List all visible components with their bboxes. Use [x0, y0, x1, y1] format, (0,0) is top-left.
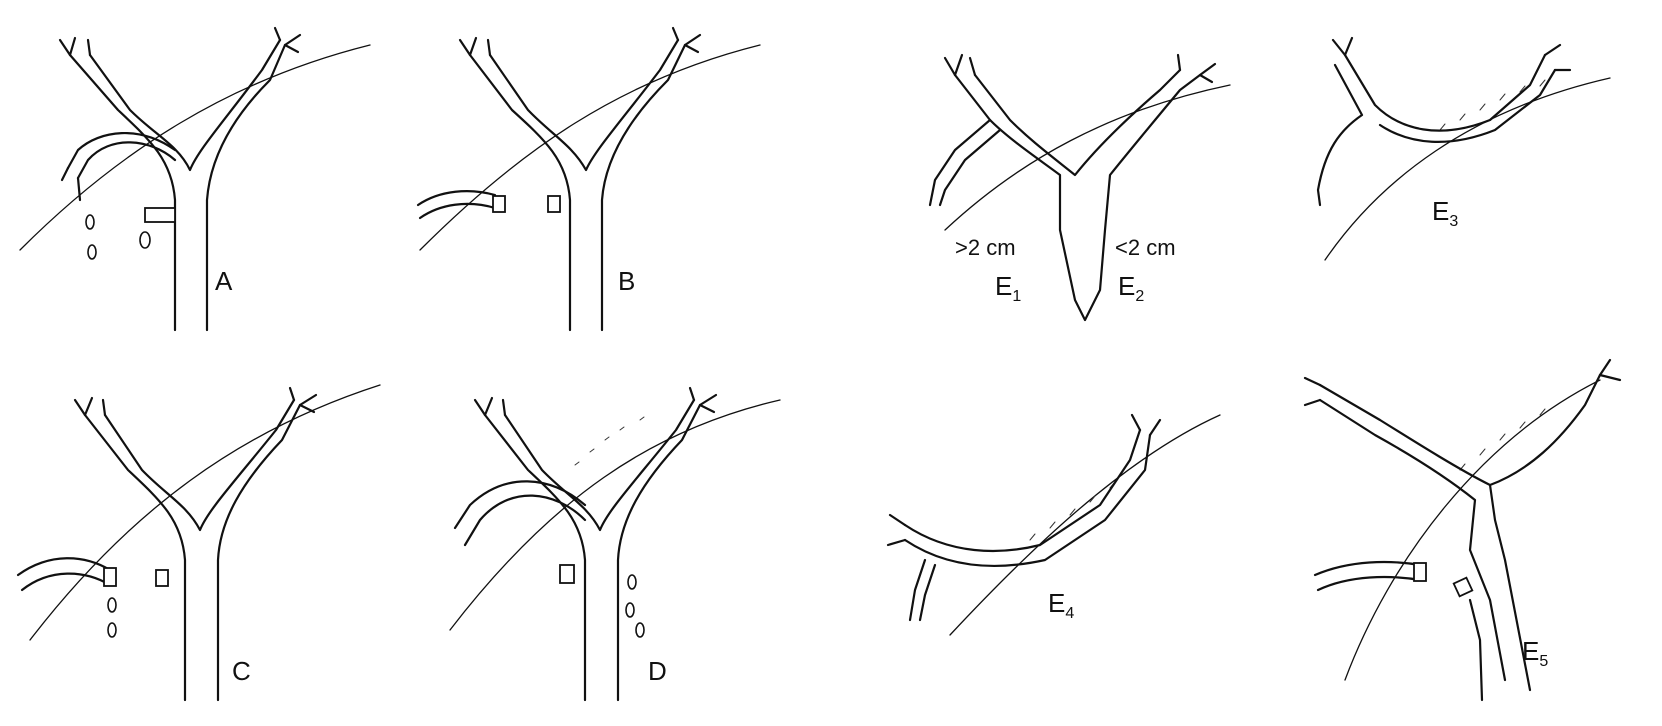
- hatching-d: [574, 416, 645, 466]
- common-duct-c: [83, 403, 302, 702]
- stump-a: [144, 207, 176, 223]
- hatching-e3: [1439, 79, 1546, 131]
- fork-left-b: [458, 36, 492, 57]
- fork-left-c: [73, 396, 107, 417]
- leak-drop: [107, 597, 117, 613]
- liver-edge-b: [419, 44, 761, 251]
- duct-e5: [1318, 373, 1602, 692]
- common-duct-a: [68, 43, 287, 332]
- clip-b: [547, 195, 561, 213]
- panel-label-d: D: [648, 656, 667, 686]
- hatching-e4: [1029, 481, 1116, 541]
- left-hepatic-c: [103, 398, 296, 532]
- fork-left-a: [58, 36, 92, 57]
- panel-e5: E5: [1303, 358, 1622, 702]
- aberrant-duct-b: [416, 190, 497, 220]
- note-e2: <2 cm: [1115, 235, 1176, 260]
- fork-right-c: [288, 386, 318, 414]
- panel-label-b: B: [618, 266, 635, 296]
- aberrant-duct-c: [16, 557, 112, 592]
- common-duct-e12: [953, 73, 1202, 322]
- leak-drop: [625, 602, 635, 618]
- leak-drop: [139, 231, 151, 249]
- forks-e5: [1303, 358, 1622, 407]
- duct-e4: [903, 428, 1152, 622]
- leak-drop: [107, 622, 117, 638]
- clip-e5: [1413, 562, 1427, 582]
- liver-edge-d: [449, 399, 781, 631]
- leak-drop: [85, 214, 95, 230]
- liver-edge-e3: [1324, 77, 1611, 261]
- leak-drop: [635, 622, 645, 638]
- panel-label-c: C: [232, 656, 251, 686]
- liver-edge-e12: [944, 84, 1231, 231]
- fork-right-a: [273, 26, 302, 54]
- panel-label-e1: E1: [995, 271, 1021, 305]
- panel-label-e5: E5: [1522, 636, 1548, 670]
- common-duct-b: [468, 43, 687, 332]
- panel-label-e4: E4: [1048, 588, 1074, 622]
- clip-e5: [1452, 576, 1474, 598]
- right-branch-e12: [928, 118, 1002, 207]
- aberrant-duct-d: [453, 480, 587, 547]
- panel-c: C: [16, 384, 381, 702]
- clip-c: [155, 569, 169, 587]
- liver-edge-a: [19, 44, 371, 251]
- fork-right-e12: [1176, 53, 1217, 84]
- forks-e4: [886, 413, 1162, 547]
- leak-drop: [87, 244, 97, 260]
- aberrant-duct-e5: [1313, 560, 1422, 592]
- clip-c: [103, 567, 117, 587]
- left-hepatic-a: [88, 38, 282, 172]
- panel-b: B: [416, 26, 761, 332]
- aberrant-duct-a: [66, 131, 177, 180]
- clip-d: [559, 564, 575, 584]
- panel-a: A: [19, 26, 371, 332]
- panel-e3: E3: [1316, 36, 1611, 261]
- fork-left-d: [473, 396, 507, 417]
- panel-e1-e2: >2 cm <2 cm E1 E2: [928, 53, 1231, 322]
- left-hepatic-b: [488, 38, 680, 172]
- panel-label-a: A: [215, 266, 233, 296]
- duct-stump-e5: [1468, 598, 1484, 702]
- liver-edge-e4: [949, 414, 1221, 636]
- hepatic-confluence-e12: [973, 68, 1182, 177]
- leak-drop: [627, 574, 637, 590]
- panel-e4: E4: [886, 413, 1221, 636]
- panel-label-e2: E2: [1118, 271, 1144, 305]
- note-e1: >2 cm: [955, 235, 1016, 260]
- panel-label-e3: E3: [1432, 196, 1458, 230]
- fork-left-e12: [943, 53, 977, 77]
- hatching-e5: [1459, 408, 1546, 471]
- liver-edge-c: [29, 384, 381, 641]
- fork-right-b: [671, 26, 702, 54]
- common-duct-d: [483, 403, 702, 702]
- forks-e3: [1331, 36, 1572, 72]
- fork-right-d: [688, 386, 718, 414]
- left-hepatic-d: [503, 398, 696, 532]
- panel-d: D: [449, 386, 781, 702]
- aberrant-fork-a: [60, 166, 82, 202]
- duct-e3: [1316, 53, 1557, 207]
- liver-edge-e5: [1344, 379, 1601, 681]
- clip-b: [492, 195, 506, 213]
